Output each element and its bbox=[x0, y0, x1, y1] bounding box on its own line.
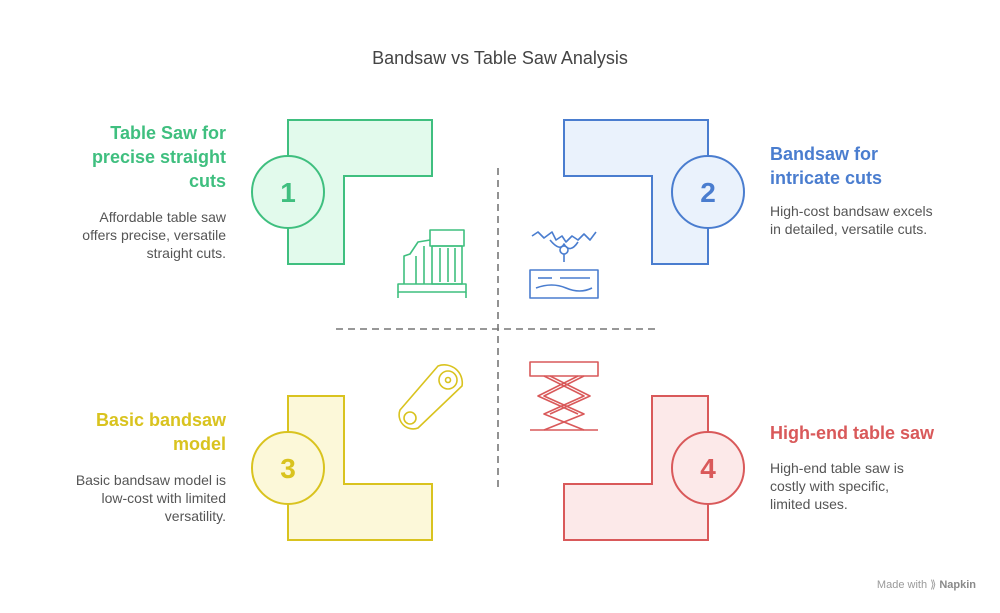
quadrant-4-description: High-end table saw is costly with specif… bbox=[770, 460, 904, 512]
scissor-lift-icon bbox=[529, 361, 599, 431]
quadrant-2-badge bbox=[671, 155, 745, 229]
napkin-brand-label: Napkin bbox=[939, 579, 976, 591]
table-saw-icon bbox=[397, 229, 467, 298]
quadrant-4-badge bbox=[671, 431, 745, 505]
quadrant-1-description: Affordable table saw offers precise, ver… bbox=[82, 209, 226, 261]
quadrant-4-number: 4 bbox=[700, 453, 716, 484]
quadrant-1-badge bbox=[251, 155, 325, 229]
belt-pulley-icon bbox=[398, 364, 464, 430]
quadrant-3-shape bbox=[287, 395, 433, 541]
quadrant-4-title: High-end table saw bbox=[770, 423, 935, 443]
quadrant-3-number: 3 bbox=[280, 453, 296, 484]
napkin-logo-icon: ⟫ bbox=[930, 579, 937, 591]
quadrant-2-description: High-cost bandsaw excels in detailed, ve… bbox=[770, 203, 933, 237]
napkin-attribution: Made with ⟫ Napkin bbox=[877, 578, 976, 591]
quadrant-2-title: Bandsaw for intricate cuts bbox=[770, 144, 883, 188]
made-with-label: Made with bbox=[876, 579, 928, 591]
quadrant-1-number: 1 bbox=[280, 177, 296, 208]
quadrant-1-title: Table Saw for precise straight cuts bbox=[91, 123, 226, 191]
quadrant-3-description: Basic bandsaw model is low-cost with lim… bbox=[75, 472, 226, 524]
diagram-title: Bandsaw vs Table Saw Analysis bbox=[372, 48, 628, 68]
quadrant-2-number: 2 bbox=[700, 177, 716, 208]
quadrant-3-title: Basic bandsaw model bbox=[95, 410, 226, 454]
bandsaw-blade-wood-icon bbox=[529, 231, 599, 299]
quadrant-4-shape bbox=[563, 395, 709, 541]
quadrant-1-shape bbox=[287, 119, 433, 265]
quadrant-3-badge bbox=[251, 431, 325, 505]
quadrant-2-shape bbox=[563, 119, 709, 265]
